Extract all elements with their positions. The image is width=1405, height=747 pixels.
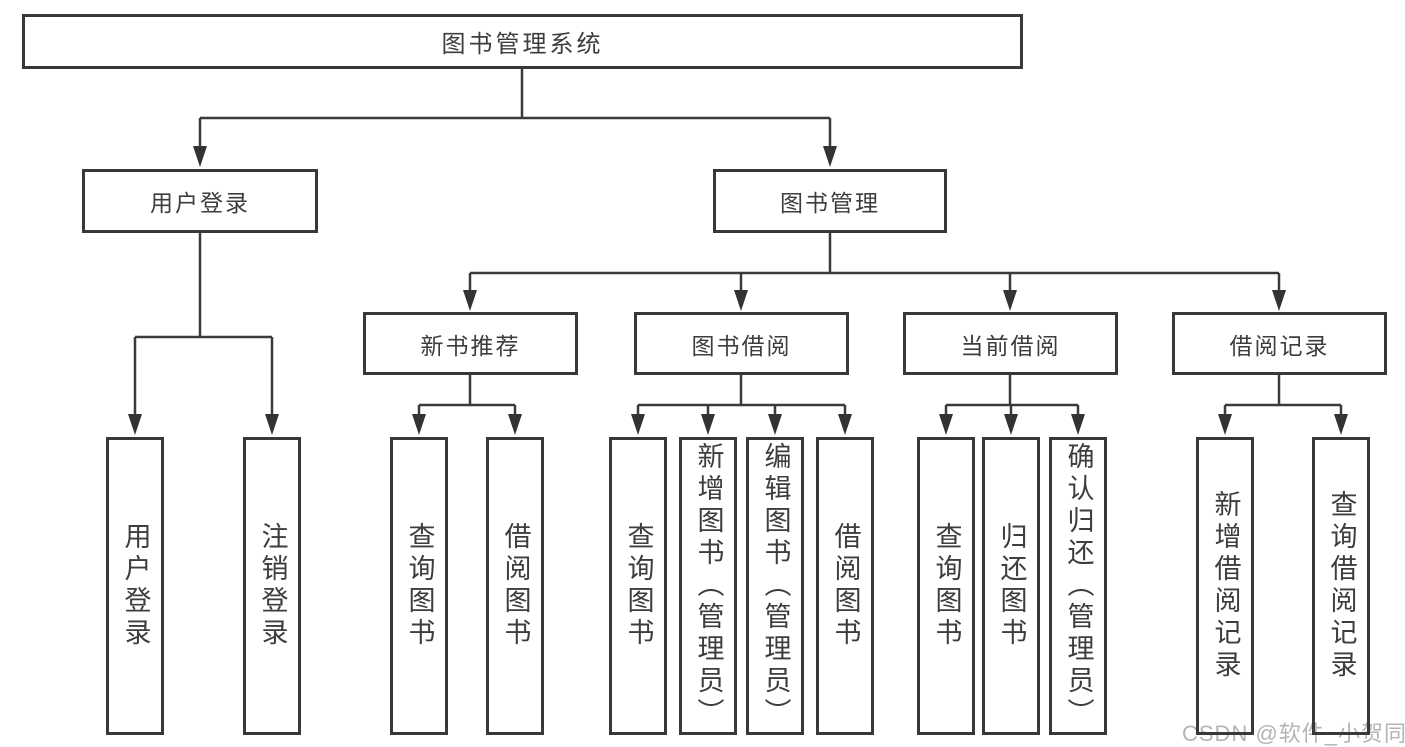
node-book-borrow: 图书借阅 — [634, 312, 849, 375]
connector-records-children — [1218, 375, 1348, 435]
leaf-add-book-admin: 新增图书（管理员） — [679, 437, 737, 735]
node-book-management: 图书管理 — [713, 169, 947, 233]
connector-root-to-level2 — [193, 68, 837, 167]
node-borrow-records: 借阅记录 — [1172, 312, 1387, 375]
connector-book-management-children — [463, 233, 1286, 311]
leaf-return-book: 归还图书 — [982, 437, 1040, 735]
node-root-system: 图书管理系统 — [22, 14, 1023, 69]
connector-current-children — [939, 375, 1085, 435]
leaf-add-borrow-record: 新增借阅记录 — [1196, 437, 1254, 735]
connector-user-login-children — [128, 233, 279, 435]
leaf-logout: 注销登录 — [243, 437, 301, 735]
leaf-query-books-borrow: 查询图书 — [609, 437, 667, 735]
leaf-confirm-return-admin: 确认归还（管理员） — [1049, 437, 1107, 735]
leaf-borrow-books-recommend: 借阅图书 — [486, 437, 544, 735]
connector-recommend-children — [412, 375, 522, 435]
node-current-borrow: 当前借阅 — [903, 312, 1118, 375]
leaf-user-login: 用户登录 — [106, 437, 164, 735]
node-new-book-recommend: 新书推荐 — [363, 312, 578, 375]
leaf-query-books-current: 查询图书 — [917, 437, 975, 735]
leaf-edit-book-admin: 编辑图书（管理员） — [746, 437, 804, 735]
node-user-login: 用户登录 — [82, 169, 318, 233]
csdn-watermark: CSDN @软件_小贺同学 — [1182, 721, 1405, 746]
connector-borrow-children — [631, 375, 852, 435]
leaf-query-borrow-record: 查询借阅记录 — [1312, 437, 1370, 735]
leaf-query-books-recommend: 查询图书 — [390, 437, 448, 735]
leaf-borrow-books-borrow: 借阅图书 — [816, 437, 874, 735]
